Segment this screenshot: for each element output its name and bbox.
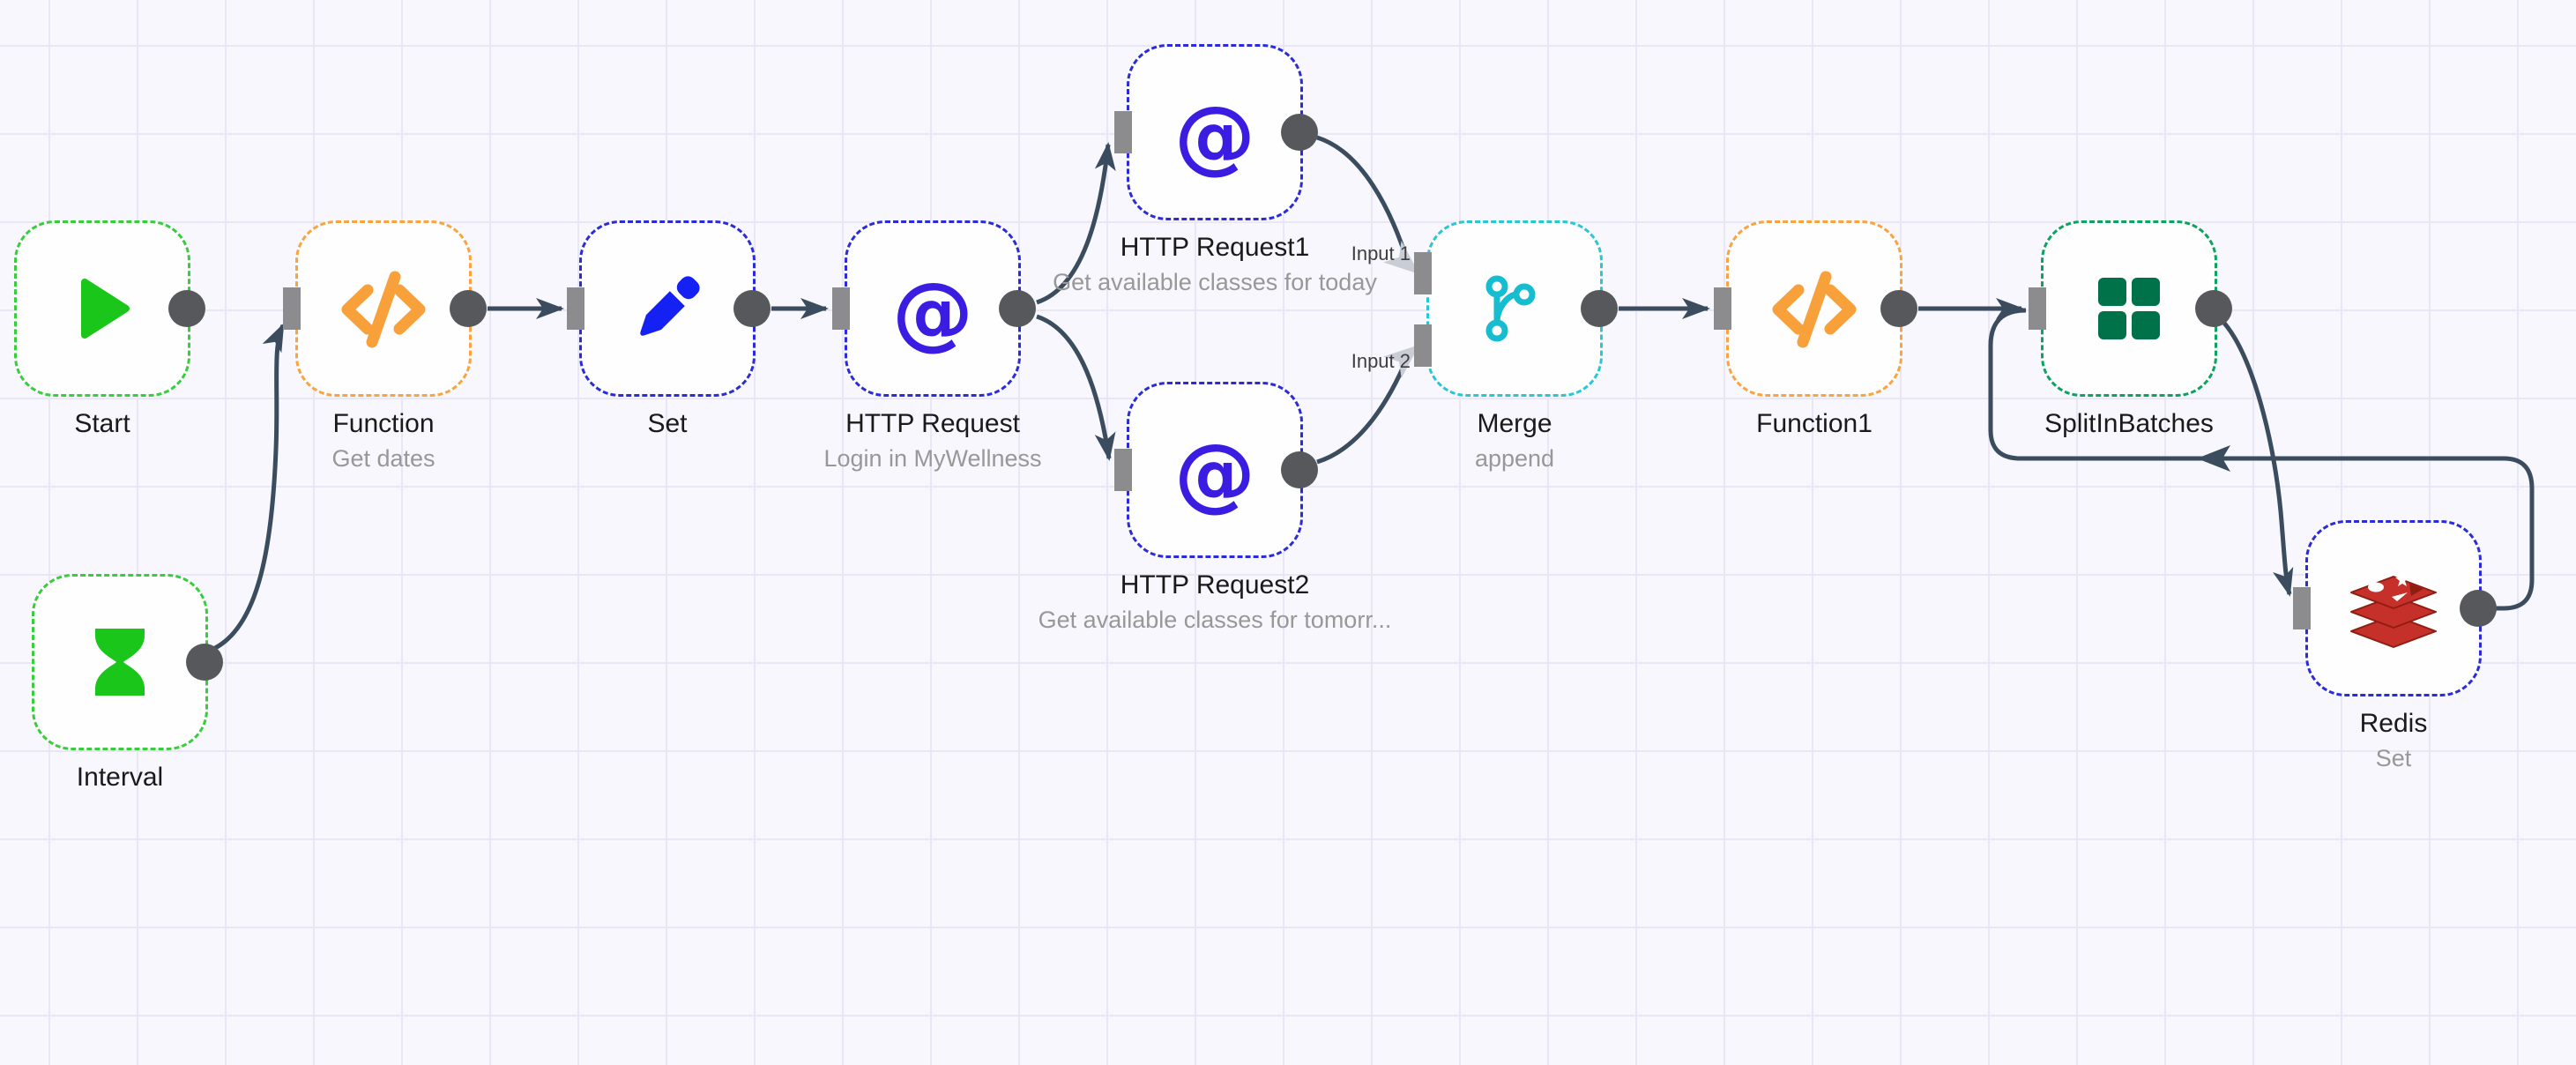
node-split-in-batches[interactable]: SplitInBatches [2029,220,2232,438]
node-function[interactable]: Function Get dates [283,220,487,472]
node-http-request[interactable]: @ HTTP Request Login in MyWellness [823,220,1042,472]
grid-icon [2098,278,2160,339]
output-port[interactable] [2460,590,2497,627]
node-box[interactable]: @ [1127,44,1303,220]
node-title: Merge [1477,409,1552,438]
output-port[interactable] [186,644,223,681]
at-icon: @ [892,265,973,360]
node-box[interactable] [295,220,472,397]
node-subtitle: append [1474,445,1555,472]
node-start[interactable]: Start [14,220,205,438]
node-merge[interactable]: Input 1 Input 2 Merge append [1351,220,1618,472]
output-port[interactable] [999,290,1036,327]
node-title: Start [74,409,130,438]
node-title: SplitInBatches [2044,409,2214,438]
input-port[interactable] [1714,287,1731,330]
merge-input1-hint-arrow [1383,241,1419,274]
connection-splitinbatches-redis[interactable] [2219,317,2294,597]
output-port[interactable] [1281,451,1318,488]
node-http-request1[interactable]: @ HTTP Request1 Get available classes fo… [1053,44,1377,295]
node-box[interactable] [579,220,756,397]
input1-label: Input 1 [1351,242,1411,264]
connection-httprequest-httprequest1[interactable] [1036,142,1116,305]
hourglass-icon [95,629,145,696]
loop-direction-arrowhead [2197,445,2230,472]
node-title: Redis [2359,709,2428,738]
input-port[interactable] [283,287,301,330]
code-icon [341,271,426,348]
node-box[interactable]: @ [1127,382,1303,558]
play-icon [81,279,130,339]
output-port[interactable] [1281,114,1318,151]
pencil-icon [640,276,700,336]
redis-icon [2350,572,2437,648]
node-subtitle: Get available classes for tomorr... [1038,607,1392,633]
node-subtitle: Login in MyWellness [823,445,1042,472]
connection-httprequest-httprequest2[interactable] [1036,314,1116,461]
input-port[interactable] [567,287,584,330]
output-port[interactable] [2195,290,2232,327]
node-interval[interactable]: Interval [32,574,223,792]
node-box[interactable] [14,220,190,397]
output-port[interactable] [733,290,771,327]
input-port[interactable] [2293,587,2311,629]
output-port[interactable] [1880,290,1917,327]
node-box[interactable] [2305,520,2482,696]
node-subtitle: Get available classes for today [1053,269,1377,295]
connection-interval-function[interactable] [210,323,286,652]
node-title: HTTP Request [845,409,1020,438]
input-port[interactable] [2029,287,2046,330]
node-box[interactable] [32,574,208,750]
svg-text:@: @ [1174,427,1255,521]
merge-input2-hint-arrow [1383,345,1419,378]
output-port[interactable] [168,290,205,327]
node-title: Function1 [1756,409,1872,438]
input-port-2[interactable] [1414,324,1432,367]
node-subtitle: Set [2375,745,2412,771]
node-title: HTTP Request2 [1120,570,1310,600]
node-function1[interactable]: Function1 [1714,220,1917,438]
node-box[interactable] [1426,220,1603,397]
node-http-request2[interactable]: @ HTTP Request2 Get available classes fo… [1039,382,1391,633]
output-port[interactable] [1581,290,1618,327]
input-port[interactable] [832,287,850,330]
node-box[interactable] [2041,220,2217,397]
node-redis[interactable]: Redis Set [2293,520,2497,771]
at-icon: @ [1174,427,1255,521]
code-icon [1772,271,1857,348]
node-title: Function [332,409,435,438]
svg-text:@: @ [892,265,973,360]
node-subtitle: Get dates [331,445,436,472]
at-icon: @ [1174,89,1255,183]
node-title: Set [647,409,688,438]
node-box[interactable]: @ [845,220,1021,397]
node-title: Interval [76,763,164,792]
svg-text:@: @ [1174,89,1255,183]
input-port-1[interactable] [1414,252,1432,294]
output-port[interactable] [450,290,487,327]
input-port[interactable] [1114,111,1132,153]
input-port[interactable] [1114,449,1132,491]
node-box[interactable] [1726,220,1902,397]
connection-redis-splitinbatches-loop[interactable] [1988,308,2535,611]
input2-label: Input 2 [1351,350,1411,372]
node-set[interactable]: Set [567,220,771,438]
node-title: HTTP Request1 [1120,233,1310,262]
git-merge-icon [1485,275,1536,342]
